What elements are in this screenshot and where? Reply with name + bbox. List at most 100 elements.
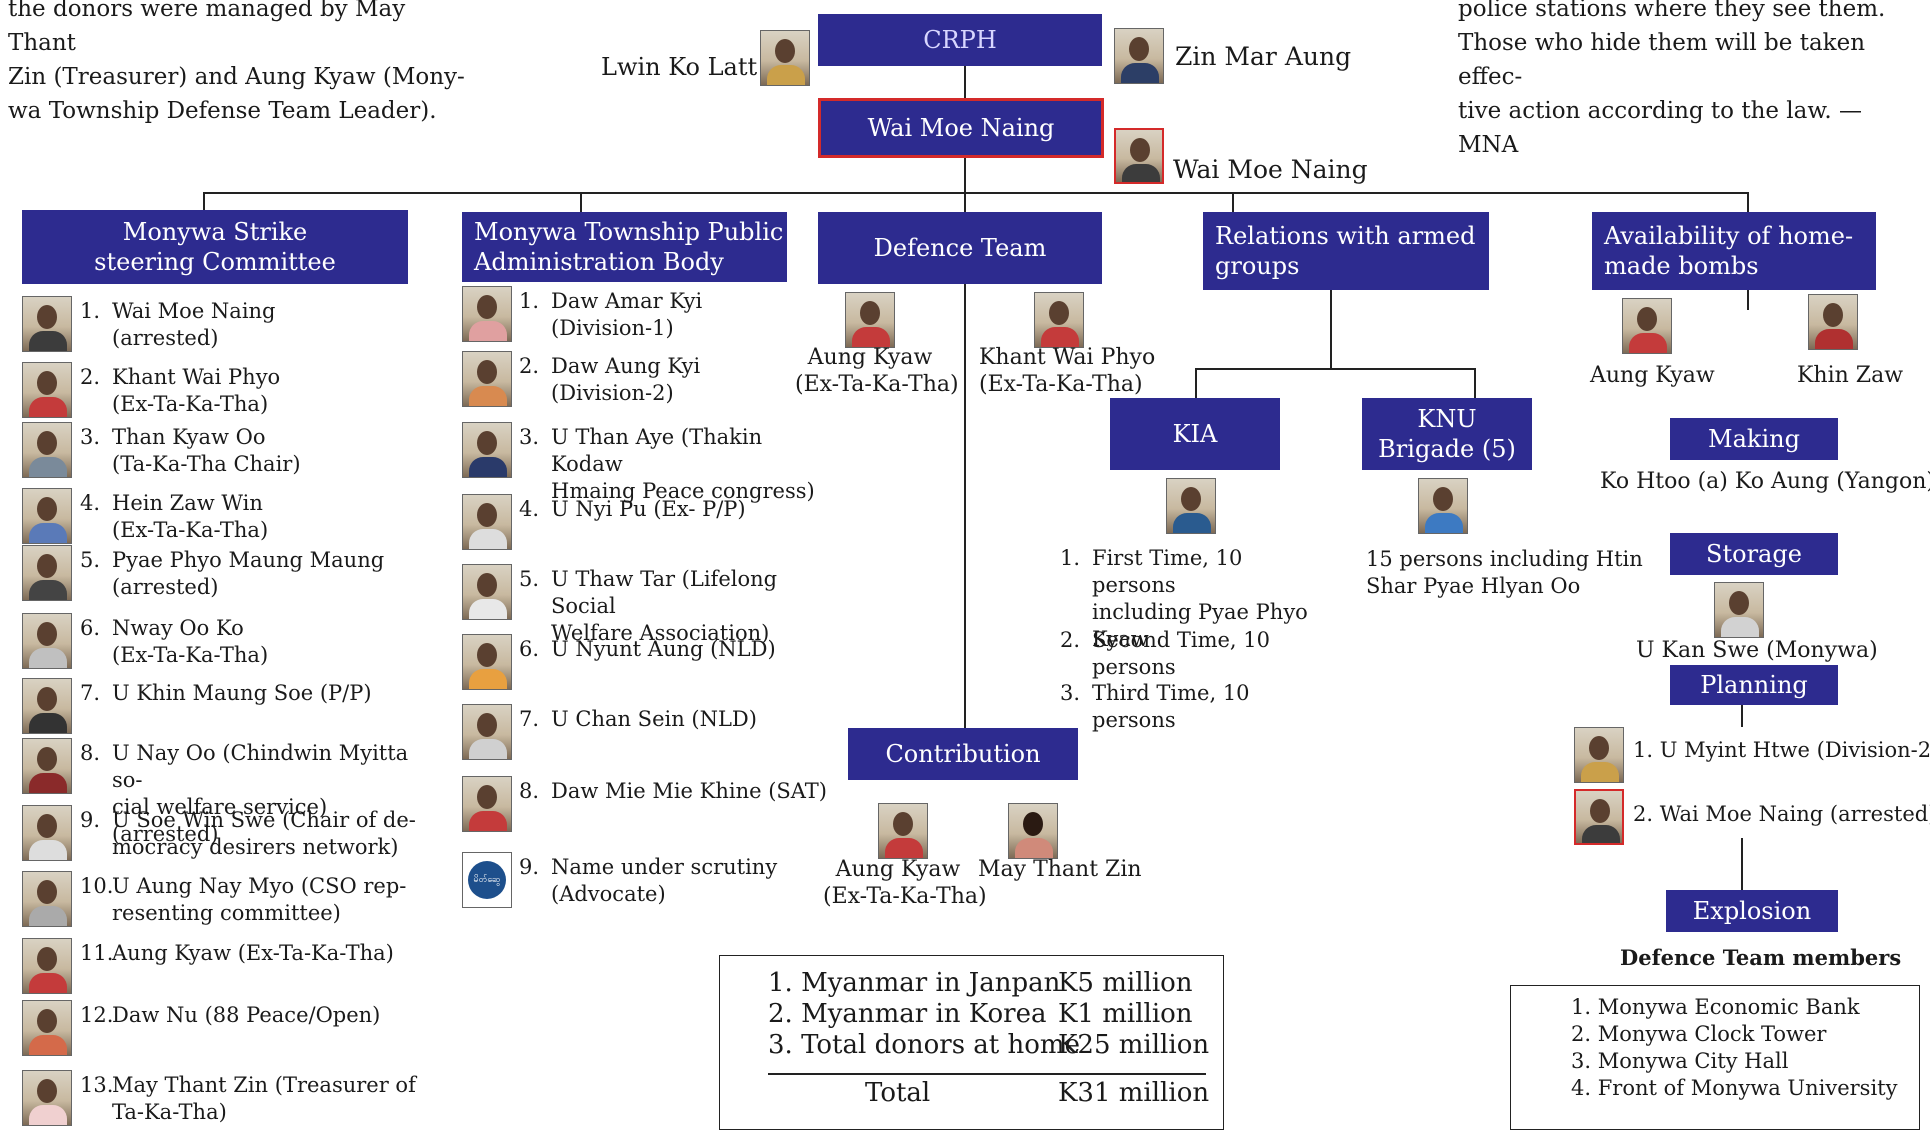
article-line: Zin (Treasurer) and Aung Kyaw (Mony- <box>8 64 465 90</box>
public-member-text: Daw Amar Kyi(Division-1) <box>551 288 839 342</box>
public-member-number: 2. <box>519 354 540 378</box>
donation-amount: K25 million <box>1058 1030 1210 1060</box>
strike-box-line: Monywa Strike <box>122 218 308 246</box>
photo-head <box>37 1009 57 1033</box>
strike-member-photo <box>22 613 72 669</box>
strike-member-line: Pyae Phyo Maung Maung <box>112 548 385 572</box>
kia-list-line: Third Time, 10 persons <box>1092 681 1250 732</box>
article-line: police stations where they see them. <box>1458 0 1886 22</box>
kia-list-line: Second Time, 10 <box>1092 628 1270 652</box>
kia-list-text: Second Time, 10 persons <box>1092 627 1332 681</box>
contribution-may-thant-zin-name: May Thant Zin <box>978 857 1142 882</box>
wai-moe-naing-box-label: Wai Moe Naing <box>867 114 1055 142</box>
target-item: 2. Monywa Clock Tower <box>1571 1022 1827 1046</box>
strike-member-photo <box>22 422 72 478</box>
lwin-ko-latt-name: Lwin Ko Latt <box>601 53 758 81</box>
strike-member-number: 4. <box>80 491 101 515</box>
defence-team-members-title: Defence Team members <box>1620 945 1902 970</box>
public-box-line: Administration Body <box>474 248 724 276</box>
strike-member-line: (arrested) <box>112 326 219 350</box>
donation-divider <box>768 1073 1206 1075</box>
photo-body <box>469 599 507 619</box>
kia-list-text: First Time, 10 persons including Pyae Phy… <box>1092 545 1332 653</box>
photo-head <box>37 305 57 329</box>
strike-committee-box: Monywa Strike steering Committee <box>22 210 408 284</box>
kia-list-line: including Pyae Phyo <box>1092 600 1308 624</box>
strike-member-line: Daw Nu (88 Peace/Open) <box>112 1003 381 1027</box>
public-member-line: Welfare Association) <box>551 621 770 645</box>
strike-member-number: 5. <box>80 548 101 572</box>
strike-member-number: 3. <box>80 425 101 449</box>
defence-person-line: Aung Kyaw <box>807 345 933 370</box>
public-member-line: (Advocate) <box>551 882 666 906</box>
strike-member-line: Hein Zaw Win <box>112 491 263 515</box>
strike-member-text: U Khin Maung Soe (P/P) <box>112 680 420 707</box>
bombs-khin-zaw-name: Khin Zaw <box>1797 363 1904 388</box>
public-member-text: Daw Aung Kyi (Division-2) <box>551 353 839 407</box>
public-member-line: U Nyi Pu (Ex- P/P) <box>551 497 746 521</box>
kia-list-line: persons <box>1092 655 1176 679</box>
strike-member-text: U Nay Oo (Chindwin Myitta so-cial welfar… <box>112 740 420 848</box>
public-member-number: 5. <box>519 567 540 591</box>
strike-member-line: (Ex-Ta-Ka-Tha) <box>112 643 269 667</box>
article-line: wa Township Defense Team Leader). <box>8 98 437 124</box>
photo-body <box>469 529 507 549</box>
public-member-line: Daw Aung Kyi <box>551 354 701 378</box>
strike-member-photo <box>22 488 72 544</box>
photo-head <box>37 371 57 395</box>
target-item: 1. Monywa Economic Bank <box>1571 995 1860 1019</box>
strike-member-photo <box>22 1000 72 1056</box>
contribution-may-thant-zin-photo <box>1008 803 1058 859</box>
bombs-aung-kyaw-name: Aung Kyaw <box>1590 363 1715 388</box>
public-member-text: Daw Mie Mie Khine (SAT) <box>551 778 839 805</box>
connector-kia-drop <box>1195 368 1197 398</box>
kia-list-number: 2. <box>1060 628 1081 652</box>
strike-member-line: U Nay Oo (Chindwin Myitta so- <box>112 741 409 792</box>
strike-member-text: Nway Oo Ko (Ex-Ta-Ka-Tha) <box>112 615 420 669</box>
public-member-line: Name under scrutiny <box>551 855 778 879</box>
photo-head <box>477 360 497 384</box>
kia-list-number: 3. <box>1060 681 1081 705</box>
storage-photo <box>1714 582 1764 638</box>
photo-body <box>29 457 67 477</box>
strike-member-line: cial welfare service) (arrested) <box>112 795 328 846</box>
public-member-number: 6. <box>519 637 540 661</box>
public-member-text: U Chan Sein (NLD) <box>551 706 839 733</box>
public-member-line: (Division-2) <box>551 381 674 405</box>
strike-member-number: 11. <box>80 941 114 965</box>
kia-list-line: First Time, 10 persons <box>1092 546 1243 597</box>
knu-box-line: KNU <box>1417 405 1477 433</box>
public-member-number: 7. <box>519 707 540 731</box>
photo-body <box>29 580 67 600</box>
photo-head <box>37 431 57 455</box>
strike-member-number: 13. <box>80 1073 114 1097</box>
public-member-photo <box>462 776 512 832</box>
photo-head <box>477 503 497 527</box>
donation-label: 3. Total donors at home <box>768 1030 1080 1060</box>
photo-body <box>469 457 507 477</box>
strike-member-text: Wai Moe Naing(arrested) <box>112 298 420 352</box>
strike-member-line: Aung Kyaw (Ex-Ta-Ka-Tha) <box>112 941 394 965</box>
zin-mar-aung-photo <box>1114 28 1164 84</box>
connector-drop-public <box>580 192 582 212</box>
photo-head <box>477 785 497 809</box>
strike-member-text: Than Kyaw Oo(Ta-Ka-Tha Chair) <box>112 424 420 478</box>
photo-body <box>469 321 507 341</box>
photo-head <box>477 431 497 455</box>
contribution-person-line: Aung Kyaw <box>835 857 961 882</box>
strike-member-photo <box>22 871 72 927</box>
bombs-khin-zaw-photo <box>1808 294 1858 350</box>
photo-body <box>469 669 507 689</box>
photo-body <box>29 1035 67 1055</box>
defence-person-line: (Ex-Ta-Ka-Tha) <box>795 372 959 397</box>
kia-list-line: Kyaw <box>1092 627 1149 651</box>
photo-body <box>469 811 507 831</box>
relations-box-line: Relations with armed <box>1215 222 1476 250</box>
strike-member-line: Nway Oo Ko <box>112 616 244 640</box>
strike-member-line: Than Kyaw Oo <box>112 425 266 449</box>
article-line: tive action according to the law. — MNA <box>1458 98 1862 158</box>
knu-text: 15 persons including Htin Shar Pyae Hlya… <box>1366 546 1643 600</box>
contribution-box: Contribution <box>848 728 1078 780</box>
